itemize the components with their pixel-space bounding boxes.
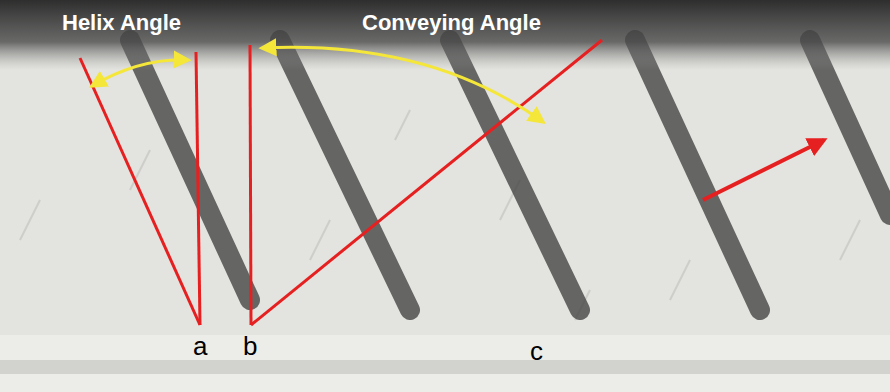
helix-angle-arc: [92, 60, 188, 86]
angle-label: Helix Angle: [62, 12, 181, 34]
streaks: [20, 110, 860, 320]
angle-label: Conveying Angle: [362, 12, 541, 34]
point-letter: a: [193, 333, 207, 359]
top-shade: [0, 0, 890, 70]
point-letter: b: [243, 333, 257, 359]
flow-arrow: [703, 140, 824, 200]
conveying-angle-arc: [262, 47, 543, 122]
shaft-line: [0, 360, 890, 374]
screw-flights: [130, 40, 890, 310]
bottom-band: [0, 335, 890, 392]
angle-lines: [80, 40, 602, 325]
point-letter: c: [530, 338, 543, 364]
